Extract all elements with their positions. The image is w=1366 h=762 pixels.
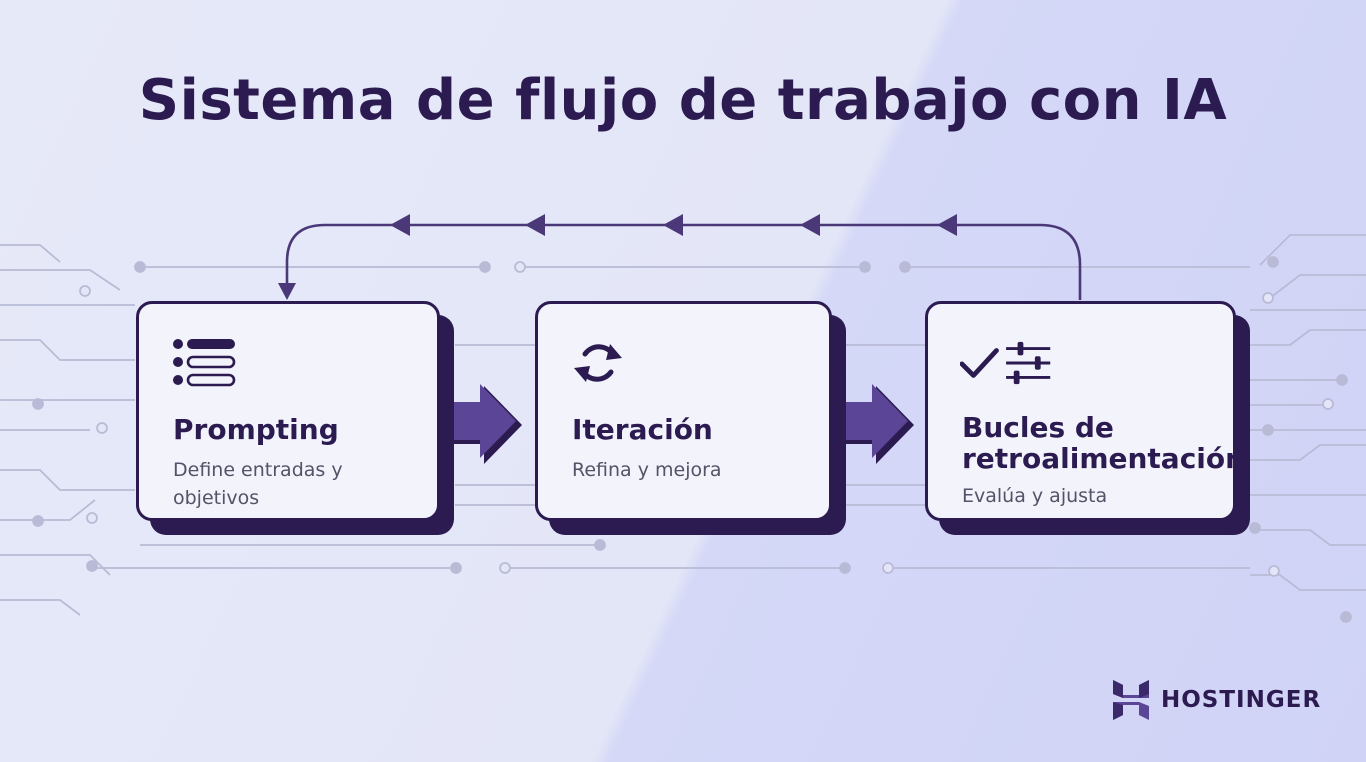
diagram-title: Sistema de flujo de trabajo con IA xyxy=(138,68,1228,133)
loop-chevron xyxy=(525,214,545,236)
circuit-nodes xyxy=(32,256,1352,623)
circuit-background xyxy=(0,234,1366,616)
feedback-loop-arrow xyxy=(278,214,1082,300)
step-arrow-2 xyxy=(832,384,914,464)
step-description: Refina y mejora xyxy=(572,459,722,481)
step-card-bucles: Bucles de retroalimentación Evalúa y aju… xyxy=(925,301,1246,521)
loop-chevron xyxy=(937,214,957,236)
list-icon xyxy=(173,339,236,387)
hostinger-logo: HOSTINGER xyxy=(1113,680,1323,722)
check-sliders-icon xyxy=(960,341,1051,385)
loop-chevron xyxy=(800,214,820,236)
step-card-iteracion: Iteración Refina y mejora xyxy=(535,301,832,521)
step-title: Iteración xyxy=(572,413,713,446)
step-title: Prompting xyxy=(173,413,339,446)
refresh-icon xyxy=(574,344,622,382)
step-title: Bucles de retroalimentación xyxy=(962,411,1246,475)
step-description: Define entradas y objetivos xyxy=(173,459,343,509)
loop-chevron xyxy=(663,214,683,236)
loop-chevron xyxy=(390,214,410,236)
brand-name: HOSTINGER xyxy=(1161,687,1322,713)
step-arrow-1 xyxy=(440,384,522,464)
step-description: Evalúa y ajusta xyxy=(962,485,1108,507)
circuit-rings xyxy=(79,261,1334,577)
hostinger-logo-icon xyxy=(1113,680,1149,720)
step-card-prompting: Prompting Define entradas y objetivos xyxy=(136,301,440,521)
